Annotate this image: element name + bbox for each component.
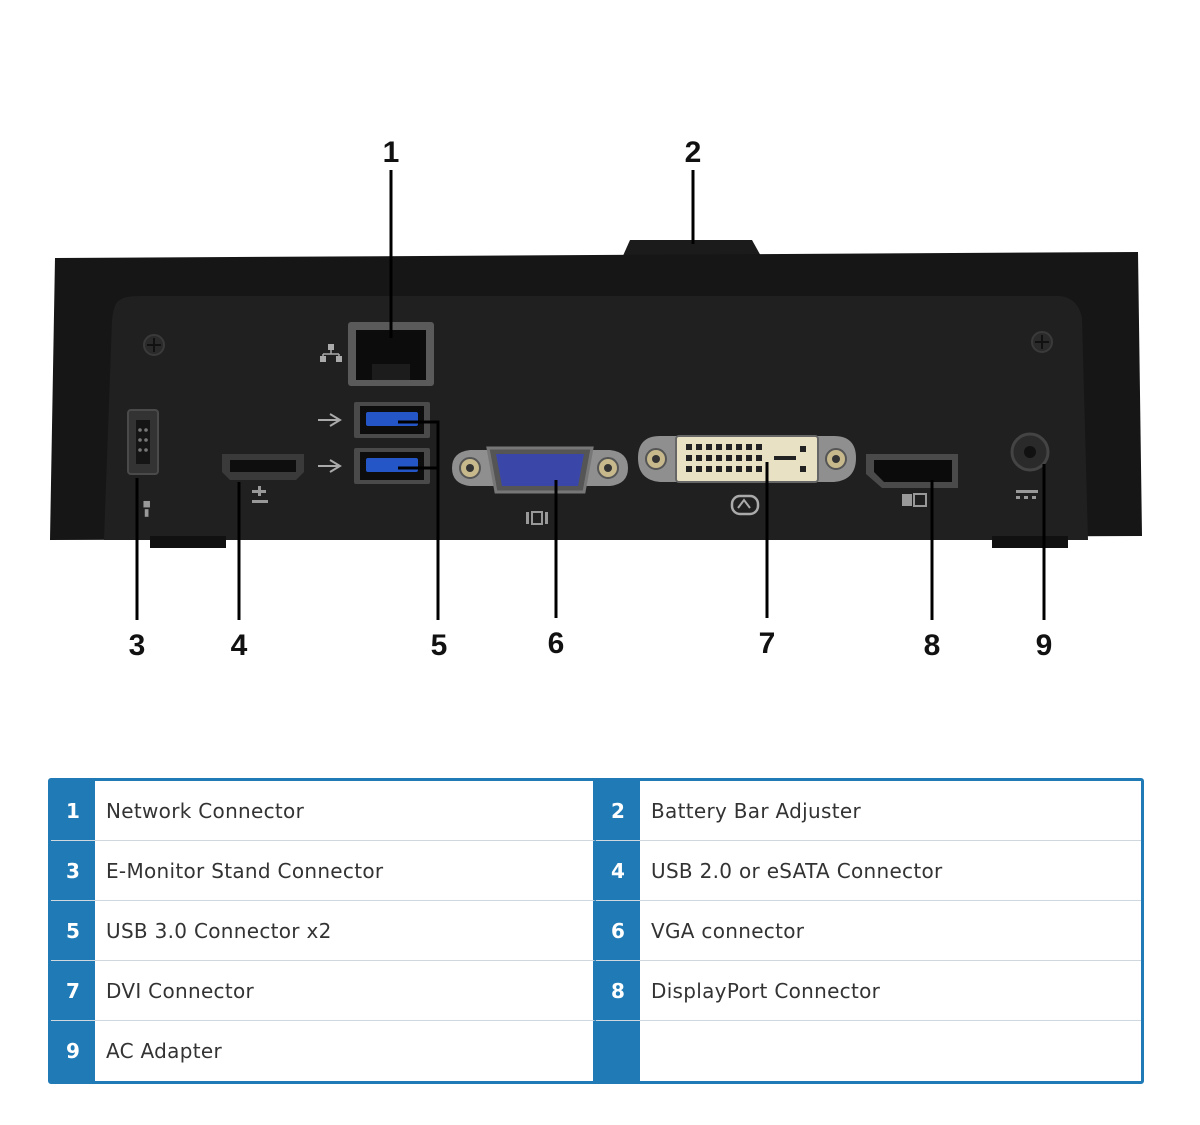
- legend-number: 6: [596, 901, 640, 960]
- legend-label: USB 2.0 or eSATA Connector: [651, 858, 943, 883]
- legend-row: 7 DVI Connector: [51, 961, 596, 1021]
- vga-connector: [452, 446, 628, 494]
- legend-row: 1 Network Connector: [51, 781, 596, 841]
- leader-line-5: [398, 420, 440, 620]
- right-foot: [992, 536, 1068, 548]
- power-icon: [1016, 490, 1038, 499]
- legend-row: 8 DisplayPort Connector: [596, 961, 1141, 1021]
- esata-port: [222, 454, 304, 480]
- legend-number: 4: [596, 841, 640, 900]
- legend-row: 2 Battery Bar Adjuster: [596, 781, 1141, 841]
- dvi-icon: [730, 494, 760, 516]
- callout-6: 6: [548, 627, 565, 660]
- legend-label: Battery Bar Adjuster: [651, 798, 861, 823]
- legend-number: 8: [596, 961, 640, 1020]
- legend-number: 5: [51, 901, 95, 960]
- legend-row-empty: [596, 1021, 1141, 1081]
- legend-row: 5 USB 3.0 Connector x2: [51, 901, 596, 961]
- displayport-icon: [902, 493, 927, 507]
- usb3-port-top: [354, 402, 430, 438]
- e-monitor-icon: ◼▬: [141, 500, 152, 518]
- legend-table: 1 Network Connector 2 Battery Bar Adjust…: [48, 778, 1144, 1084]
- legend-row: 4 USB 2.0 or eSATA Connector: [596, 841, 1141, 901]
- legend-number: 2: [596, 781, 640, 840]
- dvi-connector: [638, 435, 856, 483]
- legend-label: DVI Connector: [106, 978, 255, 1003]
- usb3-port-bottom: [354, 448, 430, 484]
- callout-2: 2: [685, 136, 702, 169]
- vga-icon: [526, 511, 548, 525]
- callout-1: 1: [383, 136, 400, 169]
- e-monitor-stand-connector: [127, 409, 159, 475]
- legend-label: DisplayPort Connector: [651, 978, 881, 1003]
- legend-row: 3 E-Monitor Stand Connector: [51, 841, 596, 901]
- legend-label: Network Connector: [106, 798, 305, 823]
- dock-rear-panel: [104, 296, 1088, 540]
- legend-number: 3: [51, 841, 95, 900]
- displayport-connector: [866, 454, 958, 488]
- callout-3: 3: [129, 629, 146, 662]
- network-port: [348, 322, 434, 386]
- dvi-pins: [686, 444, 806, 472]
- legend-number: 1: [51, 781, 95, 840]
- callout-5: 5: [431, 629, 448, 662]
- leader-lines: [135, 170, 1046, 620]
- legend-row: 6 VGA connector: [596, 901, 1141, 961]
- battery-bar-adjuster: [622, 240, 762, 258]
- callout-4: 4: [231, 629, 248, 662]
- legend-number: [596, 1021, 640, 1081]
- legend-label: VGA connector: [651, 918, 805, 943]
- legend-row: 9 AC Adapter: [51, 1021, 596, 1081]
- screw-icon: [143, 334, 165, 356]
- docking-station-diagram: ◼▬: [50, 136, 1142, 662]
- screw-icon: [1031, 331, 1053, 353]
- usb-esata-icon: [252, 486, 268, 503]
- legend-label: E-Monitor Stand Connector: [106, 858, 384, 883]
- usb3-icon: [318, 413, 342, 473]
- legend-number: 7: [51, 961, 95, 1020]
- legend-label: [640, 1021, 651, 1081]
- callout-9: 9: [1036, 629, 1053, 662]
- legend-label: AC Adapter: [106, 1039, 222, 1063]
- callout-8: 8: [924, 629, 941, 662]
- ac-adapter-port: [1010, 432, 1050, 472]
- callout-7: 7: [759, 627, 776, 660]
- legend-number: 9: [51, 1021, 95, 1081]
- left-foot: [150, 536, 226, 548]
- network-port-icon: [320, 344, 342, 362]
- legend-label: USB 3.0 Connector x2: [106, 918, 332, 943]
